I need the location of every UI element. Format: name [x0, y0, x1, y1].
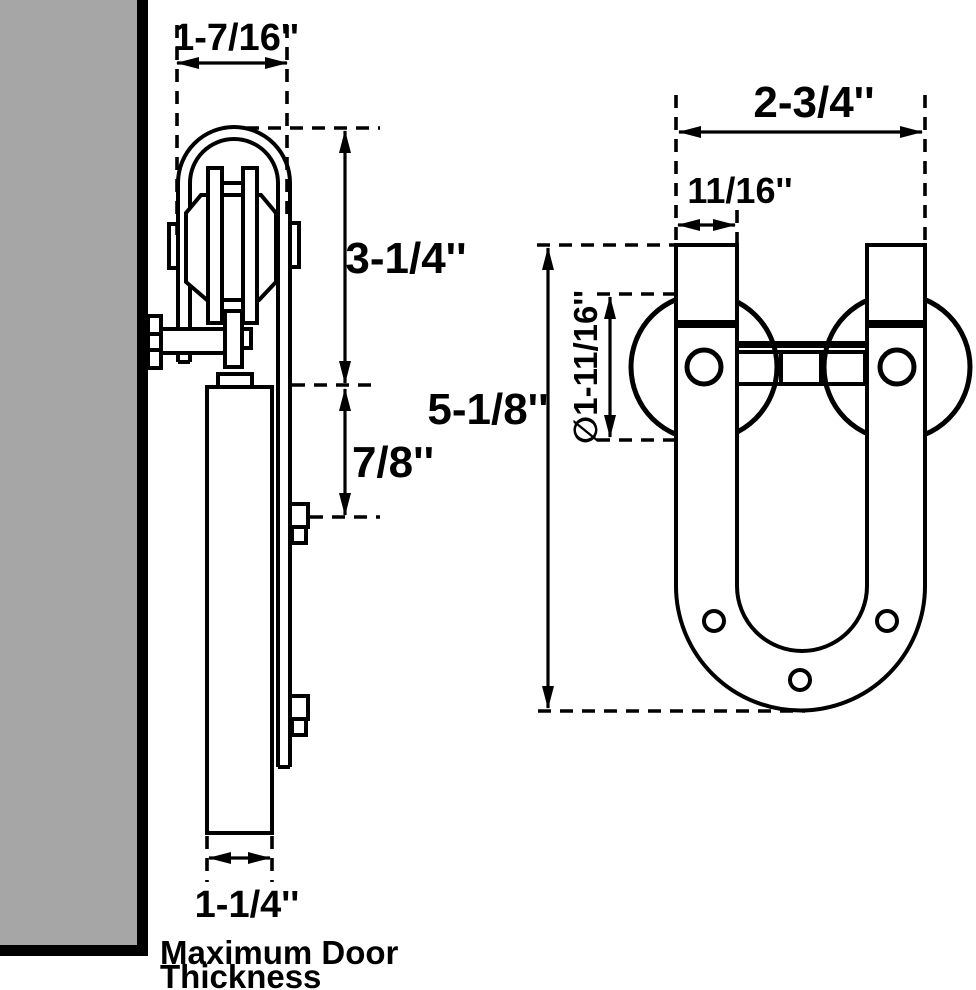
screw-hole-bottom — [788, 668, 812, 692]
axle-nut-left — [167, 222, 180, 270]
axle-nut-right — [288, 221, 301, 269]
dim-label-arm-width: 11/16'' — [687, 170, 792, 211]
wall-edge-bottom — [0, 945, 148, 956]
hanger-plate-front-bar — [206, 166, 224, 325]
side-view: 1-7/16'' 3-1/4'' 7/8'' 1-1/4'' Maximum D… — [0, 0, 467, 990]
door-bolt-lower-head — [288, 694, 310, 721]
dim-label-overall-width: 2-3/4'' — [753, 78, 874, 127]
arm-band-right — [867, 320, 925, 328]
horseshoe-plate — [674, 243, 927, 713]
note-max-door-line2: Thickness — [160, 958, 321, 990]
door-bolt-lower-nut — [290, 717, 308, 737]
door-bolt-upper-nut — [290, 525, 308, 545]
door — [205, 385, 274, 835]
front-view: 2-3/4'' 11/16'' 5-1/8'' ∅1-11/16'' — [427, 78, 973, 713]
dim-label-overall-height: 5-1/8'' — [427, 385, 548, 434]
dim-label-strap-drop: 7/8'' — [352, 438, 434, 487]
dim-label-hanger-width: 1-7/16'' — [173, 17, 299, 59]
hanger-strap-inner — [188, 137, 280, 767]
note-max-door-line1: Maximum Door — [160, 934, 399, 971]
wall — [0, 0, 137, 945]
arm-band-left — [676, 320, 737, 328]
lag-bolt-nut-small — [240, 327, 253, 350]
wheel-side-profile — [184, 193, 278, 302]
wall-edge-right — [137, 0, 148, 956]
lag-bolt-nut — [223, 309, 244, 369]
axle-hole-left — [684, 347, 724, 387]
hanger-plate-rear-bar — [241, 166, 259, 325]
screw-hole-left — [702, 609, 726, 633]
dim-label-top-to-door: 3-1/4'' — [345, 234, 466, 283]
dim-label-wheel-diameter: ∅1-11/16'' — [567, 290, 604, 444]
axle-hole-right — [877, 347, 917, 387]
lag-bolt-shaft — [159, 327, 227, 355]
axle-bridge — [737, 341, 867, 348]
axle-bar — [735, 350, 867, 386]
screw-hole-right — [875, 609, 899, 633]
dim-label-door-thickness: 1-1/4'' — [195, 884, 300, 926]
door-bolt-upper-head — [288, 502, 310, 529]
